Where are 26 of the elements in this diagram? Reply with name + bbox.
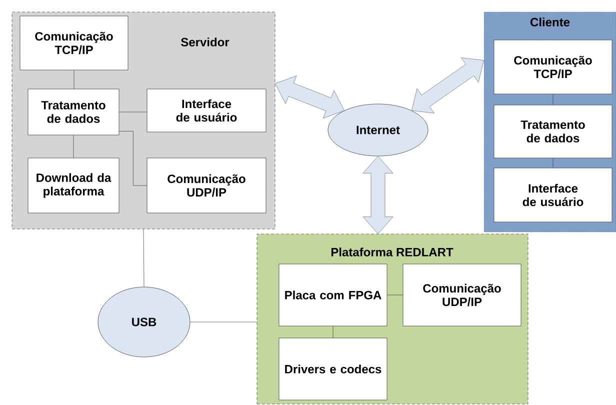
ellipse-node: USB [98,286,190,358]
connector-line [119,131,147,186]
group-heading: Plataforma REDLART [331,248,454,256]
process-box: Download da plataforma [28,158,120,214]
connector-line [552,158,554,168]
block-arrow [362,156,394,234]
process-box: Comunicação TCP/IP [494,40,612,94]
process-box: Comunicação UDP/IP [146,158,266,214]
process-box: Placa com FPGA [278,264,388,326]
process-box: Tratamento de dados [28,88,120,136]
process-box: Comunicação UDP/IP [402,264,522,326]
ellipse-node: Internet [328,104,428,156]
block-arrow [275,76,345,119]
process-box: Drivers e codecs [278,338,388,400]
connector-line [143,229,144,287]
process-box: Interface de usuário [146,88,266,132]
process-box: Interface de usuário [494,168,612,222]
block-arrow [411,58,484,114]
process-box: Comunicação TCP/IP [20,16,128,70]
group-heading: Cliente [530,18,570,26]
connector-line [552,94,554,105]
process-box: Tratamento de dados [494,104,612,158]
group-heading: Servidor [181,38,230,46]
connector-line [73,135,74,158]
connector-line [387,294,403,296]
connector-line [332,326,334,338]
